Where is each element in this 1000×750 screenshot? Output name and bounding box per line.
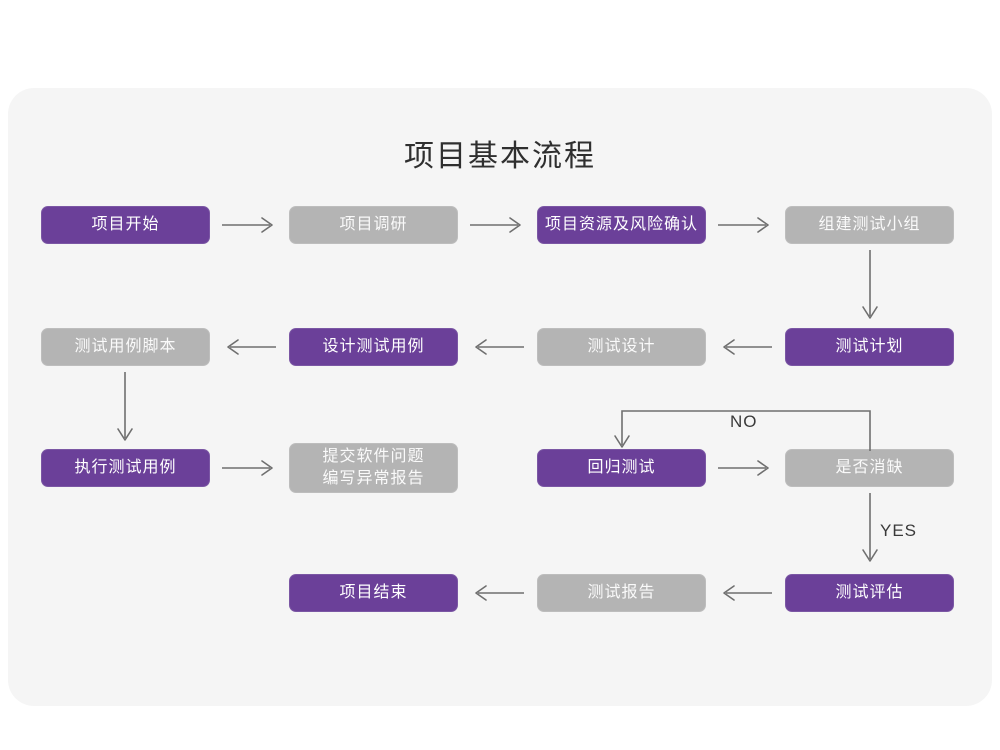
node-design-test-case[interactable]: 设计测试用例 <box>289 328 458 366</box>
node-project-end[interactable]: 项目结束 <box>289 574 458 612</box>
node-test-report[interactable]: 测试报告 <box>537 574 706 612</box>
node-defect-cleared[interactable]: 是否消缺 <box>785 449 954 487</box>
arrow-plan-to-test-design <box>723 339 772 355</box>
arrow-regression-to-defect <box>718 460 769 476</box>
flowchart-card <box>8 88 992 706</box>
arrow-test-design-to-design-case <box>475 339 524 355</box>
node-regression-test[interactable]: 回归测试 <box>537 449 706 487</box>
arrow-design-case-to-script <box>227 339 276 355</box>
arrow-start-to-research <box>222 217 273 233</box>
arrow-yes-defect-to-evaluation <box>862 493 878 562</box>
edge-label-yes: YES <box>880 521 918 540</box>
node-project-start[interactable]: 项目开始 <box>41 206 210 244</box>
node-resource-risk-confirm[interactable]: 项目资源及风险确认 <box>537 206 706 244</box>
edge-label-no: NO <box>730 412 758 431</box>
arrow-evaluation-to-report <box>723 585 772 601</box>
node-execute-test-case[interactable]: 执行测试用例 <box>41 449 210 487</box>
arrow-report-to-project-end <box>475 585 524 601</box>
arrow-execute-to-submit <box>222 460 273 476</box>
node-project-research[interactable]: 项目调研 <box>289 206 458 244</box>
node-test-evaluation[interactable]: 测试评估 <box>785 574 954 612</box>
node-test-design[interactable]: 测试设计 <box>537 328 706 366</box>
node-submit-issue-report[interactable]: 提交软件问题 编写异常报告 <box>289 443 458 493</box>
node-test-case-script[interactable]: 测试用例脚本 <box>41 328 210 366</box>
arrow-risk-to-team <box>718 217 769 233</box>
page-title: 项目基本流程 <box>404 140 596 173</box>
arrow-script-to-execute <box>117 372 133 441</box>
arrow-team-to-plan <box>862 250 878 319</box>
arrow-research-to-risk <box>470 217 521 233</box>
node-test-plan[interactable]: 测试计划 <box>785 328 954 366</box>
node-build-test-team[interactable]: 组建测试小组 <box>785 206 954 244</box>
loop-no-defect-to-regression <box>614 410 871 451</box>
